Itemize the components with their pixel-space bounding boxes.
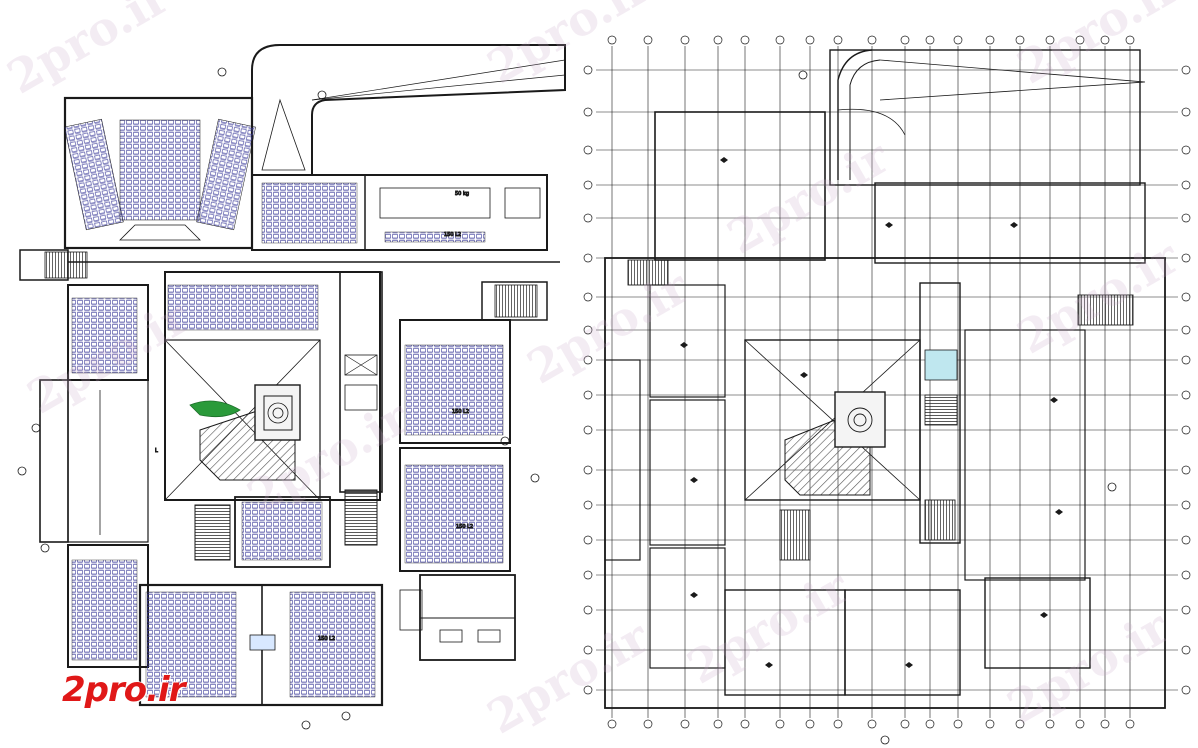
grid-bubble bbox=[1075, 35, 1085, 45]
grid-bubble bbox=[583, 180, 593, 190]
grid-bubble bbox=[1181, 107, 1191, 117]
grid-bubble bbox=[607, 35, 617, 45]
grid-bubble bbox=[867, 719, 877, 729]
grid-bubble bbox=[805, 719, 815, 729]
grid-bubble bbox=[713, 719, 723, 729]
brand-logo: 2pro.ir bbox=[62, 670, 185, 710]
left-floor-plan: 150 L2 150 L2 150 L2 150 L2 50 kg L bbox=[17, 44, 566, 730]
grid-bubble bbox=[1181, 65, 1191, 75]
grid-bubble bbox=[1045, 35, 1055, 45]
grid-bubble bbox=[583, 685, 593, 695]
grid-bubble bbox=[1181, 685, 1191, 695]
grid-bubble bbox=[985, 35, 995, 45]
grid-bubble bbox=[583, 107, 593, 117]
grid-bubble bbox=[1181, 465, 1191, 475]
grid-bubble bbox=[1181, 645, 1191, 655]
grid-bubble bbox=[1181, 535, 1191, 545]
grid-bubble bbox=[583, 253, 593, 263]
grid-bubble bbox=[740, 35, 750, 45]
grid-bubble bbox=[740, 719, 750, 729]
grid-bubble bbox=[607, 719, 617, 729]
grid-bubble bbox=[713, 35, 723, 45]
grid-bubble bbox=[1181, 213, 1191, 223]
grid-bubble bbox=[583, 65, 593, 75]
left-label-2: 150 L2 bbox=[452, 409, 469, 415]
grid-bubble bbox=[1181, 253, 1191, 263]
grid-bubble bbox=[643, 35, 653, 45]
grid-bubble bbox=[833, 719, 843, 729]
right-grid-bubbles bbox=[583, 35, 1191, 729]
grid-bubble bbox=[1181, 390, 1191, 400]
grid-bubble bbox=[953, 719, 963, 729]
grid-bubble bbox=[1100, 719, 1110, 729]
grid-bubble bbox=[583, 535, 593, 545]
grid-bubble bbox=[1181, 425, 1191, 435]
left-label-4: 150 L2 bbox=[318, 636, 335, 642]
grid-bubble bbox=[1181, 605, 1191, 615]
grid-bubble bbox=[1100, 35, 1110, 45]
grid-bubble bbox=[583, 390, 593, 400]
grid-bubble bbox=[1181, 355, 1191, 365]
grid-bubble bbox=[867, 35, 877, 45]
grid-bubble bbox=[583, 425, 593, 435]
grid-bubble bbox=[583, 355, 593, 365]
grid-bubble bbox=[583, 570, 593, 580]
grid-bubble bbox=[1181, 325, 1191, 335]
grid-bubble bbox=[775, 719, 785, 729]
grid-bubble bbox=[1181, 145, 1191, 155]
grid-bubble bbox=[1181, 570, 1191, 580]
right-grid-vertical bbox=[611, 46, 1131, 718]
grid-bubble bbox=[900, 719, 910, 729]
grid-bubble bbox=[583, 500, 593, 510]
grid-bubble bbox=[1125, 719, 1135, 729]
grid-bubble bbox=[900, 35, 910, 45]
grid-bubble bbox=[1015, 35, 1025, 45]
right-floor-plan bbox=[583, 35, 1191, 745]
grid-bubble bbox=[680, 35, 690, 45]
grid-bubble bbox=[925, 35, 935, 45]
grid-bubble bbox=[1015, 719, 1025, 729]
grid-bubble bbox=[583, 213, 593, 223]
grid-bubble bbox=[1075, 719, 1085, 729]
grid-bubble bbox=[1045, 719, 1055, 729]
grid-bubble bbox=[583, 465, 593, 475]
grid-bubble bbox=[583, 645, 593, 655]
left-label-6: L bbox=[155, 448, 158, 454]
grid-bubble bbox=[643, 719, 653, 729]
grid-bubble bbox=[1181, 180, 1191, 190]
left-label-1: 150 L2 bbox=[444, 232, 461, 238]
grid-bubble bbox=[833, 35, 843, 45]
grid-bubble bbox=[805, 35, 815, 45]
grid-bubble bbox=[583, 292, 593, 302]
grid-bubble bbox=[1125, 35, 1135, 45]
grid-bubble bbox=[1181, 500, 1191, 510]
level-markers bbox=[680, 157, 1063, 668]
grid-bubble bbox=[925, 719, 935, 729]
grid-bubble bbox=[583, 605, 593, 615]
grid-bubble bbox=[953, 35, 963, 45]
grid-bubble bbox=[583, 325, 593, 335]
grid-bubble bbox=[775, 35, 785, 45]
left-label-5: 50 kg bbox=[455, 191, 469, 197]
grid-bubble bbox=[680, 719, 690, 729]
grid-bubble bbox=[985, 719, 995, 729]
grid-bubble bbox=[583, 145, 593, 155]
grid-bubble bbox=[1181, 292, 1191, 302]
left-label-3: 150 L2 bbox=[456, 524, 473, 530]
